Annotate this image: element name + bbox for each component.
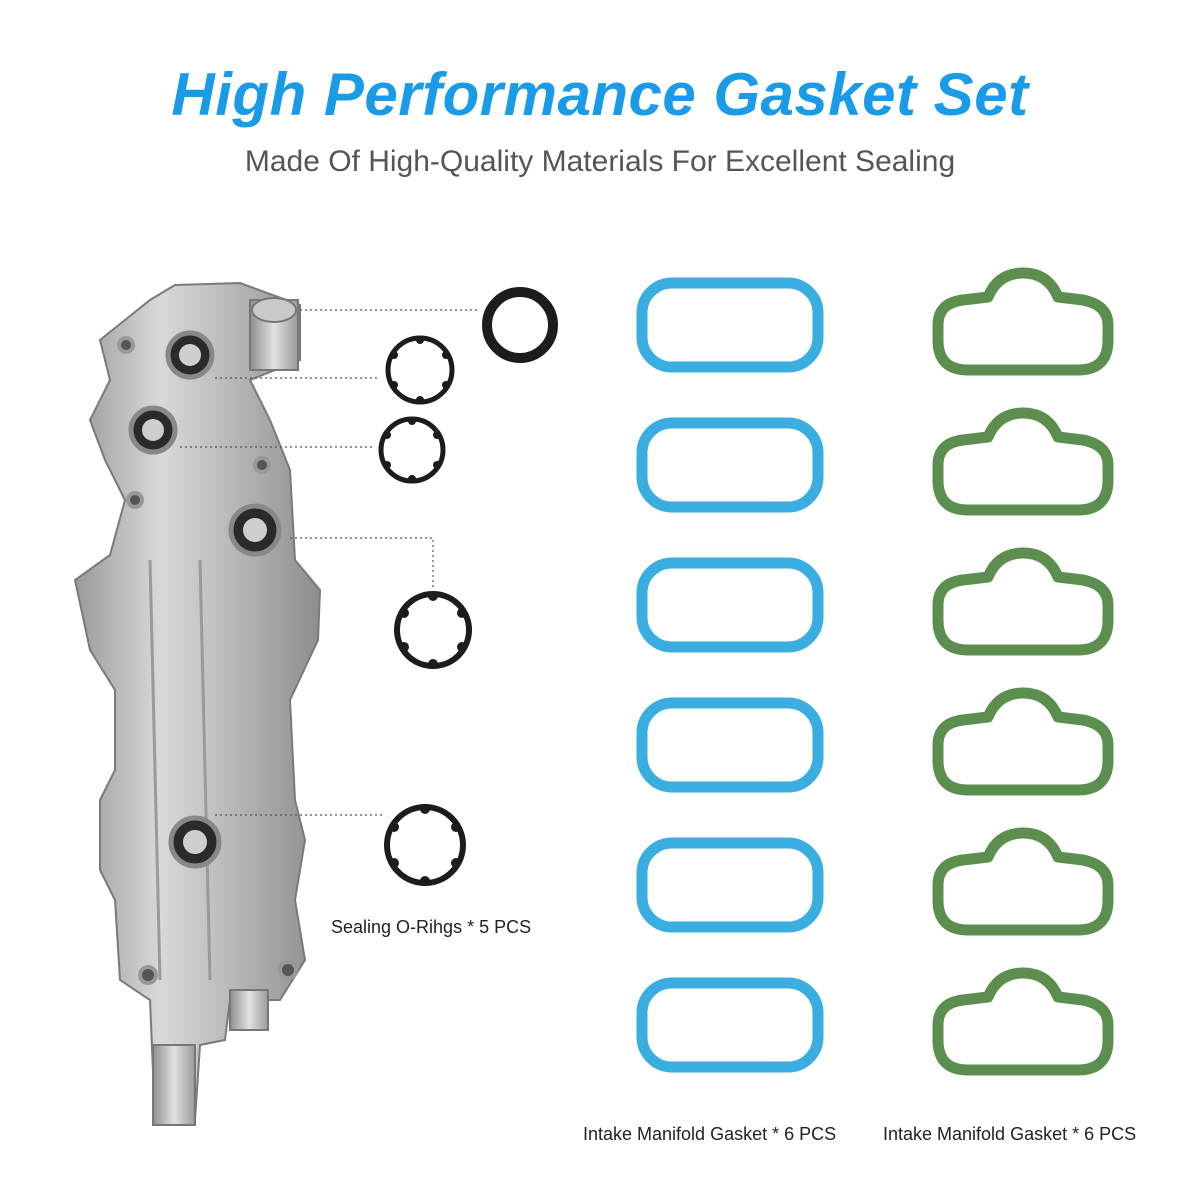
page-title: High Performance Gasket Set: [171, 61, 1029, 128]
green-intake-gasket-column: [932, 267, 1114, 1076]
blue-intake-gasket: [636, 417, 824, 513]
page-subtitle: Made Of High-Quality Materials For Excel…: [244, 145, 956, 178]
o-ring: [384, 804, 466, 886]
green-intake-gasket: [932, 967, 1114, 1076]
green-intake-gasket: [932, 827, 1114, 936]
o-ring: [385, 335, 455, 405]
o-ring: [378, 416, 446, 484]
blue-intake-gasket-column: [636, 277, 824, 1073]
leader-lines: [180, 309, 478, 816]
o-ring-caption: Sealing O-Rihgs * 5 PCS: [331, 917, 532, 937]
blue-intake-gasket: [636, 277, 824, 373]
green-intake-gasket: [932, 407, 1114, 516]
blue-intake-gasket: [636, 697, 824, 793]
green-intake-gasket: [932, 267, 1114, 376]
blue-intake-gasket: [636, 837, 824, 933]
green-intake-gasket: [932, 547, 1114, 656]
o-ring: [482, 287, 558, 363]
blue-gasket-caption: Intake Manifold Gasket * 6 PCS: [583, 1124, 837, 1144]
oil-filter-housing: [73, 281, 322, 1126]
blue-intake-gasket: [636, 977, 824, 1073]
o-ring: [394, 591, 472, 669]
green-intake-gasket: [932, 687, 1114, 796]
green-gasket-caption: Intake Manifold Gasket * 6 PCS: [883, 1124, 1137, 1144]
blue-intake-gasket: [636, 557, 824, 653]
o-ring-set: [378, 287, 558, 886]
